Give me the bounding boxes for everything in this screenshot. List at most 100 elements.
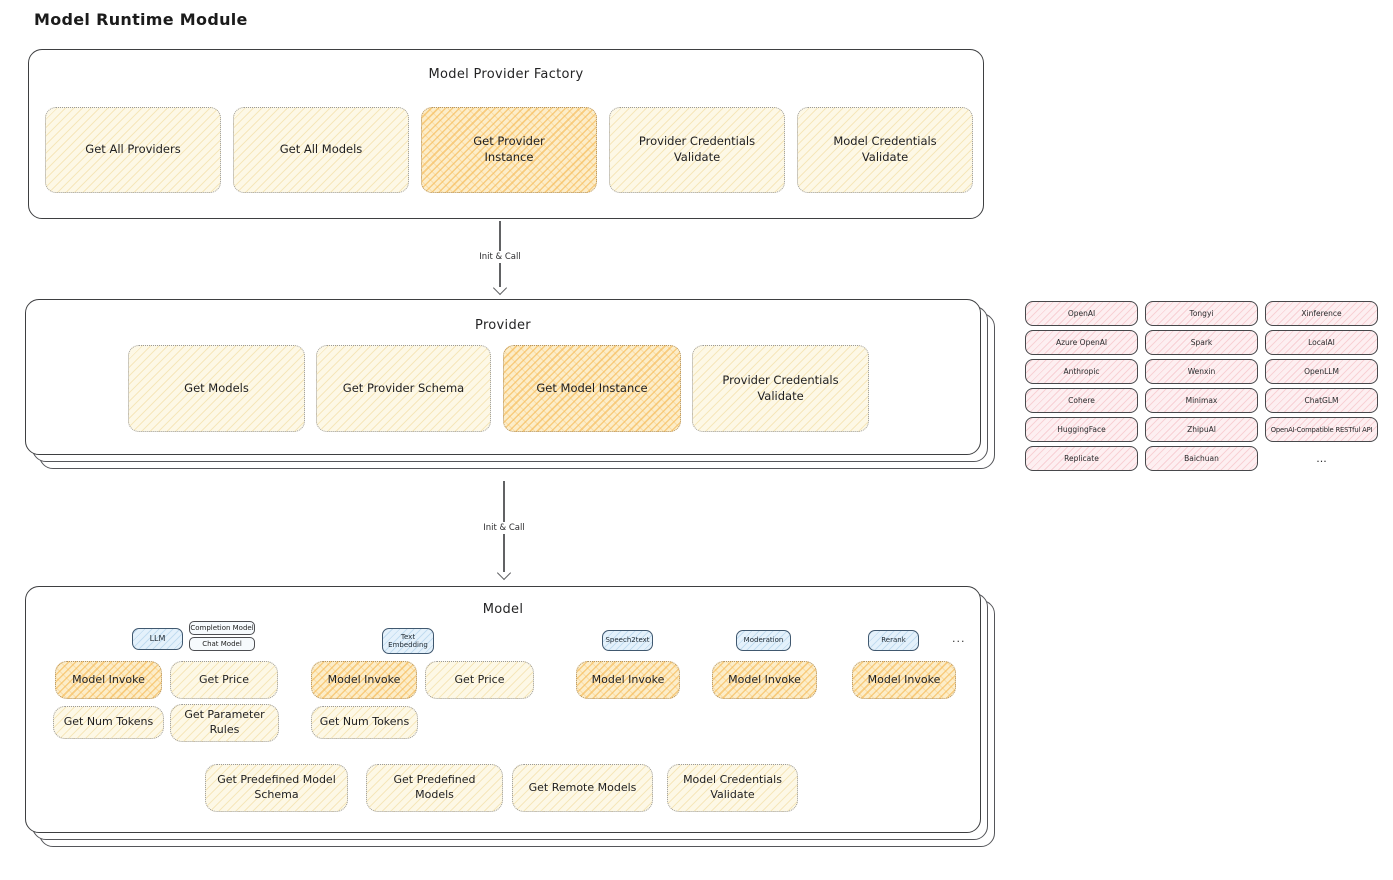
node-label: Get Price	[199, 672, 249, 686]
node-provider-credentials-validate: Provider Credentials Validate	[609, 107, 785, 193]
node-label: Get Price	[454, 672, 505, 686]
provider-pill-huggingface: HuggingFace	[1025, 417, 1138, 442]
node-get-provider-schema: Get Provider Schema	[316, 345, 491, 432]
tab-completion-model: Completion Model	[189, 621, 255, 635]
node-label: Get Num Tokens	[319, 715, 410, 729]
node-get-provider-instance: Get Provider Instance	[421, 107, 597, 193]
provider-pill-zhipuai: ZhipuAI	[1145, 417, 1258, 442]
node-llm-get-parameter-rules: Get Parameter Rules	[170, 704, 279, 742]
provider-pill-minimax: Minimax	[1145, 388, 1258, 413]
provider-pill-wenxin: Wenxin	[1145, 359, 1258, 384]
node-get-all-providers: Get All Providers	[45, 107, 221, 193]
node-get-models: Get Models	[128, 345, 305, 432]
node-get-all-models: Get All Models	[233, 107, 409, 193]
node-label: Get Models	[184, 380, 249, 395]
node-label: Get Remote Models	[528, 780, 637, 794]
page-title: Model Runtime Module	[34, 10, 248, 29]
model-tabs-ellipsis: ...	[952, 632, 966, 645]
pill-label: Anthropic	[1063, 367, 1100, 376]
pill-label: OpenAI	[1067, 309, 1096, 318]
node-label: Get Predefined Models	[393, 773, 476, 801]
factory-group-title: Model Provider Factory	[428, 67, 584, 82]
node-moderation-model-invoke: Model Invoke	[712, 661, 817, 699]
provider-pill-anthropic: Anthropic	[1025, 359, 1138, 384]
provider-pill-chatglm: ChatGLM	[1265, 388, 1378, 413]
model-group-box	[25, 586, 981, 833]
node-label: Get All Models	[279, 142, 363, 157]
node-label: Model Invoke	[72, 672, 145, 686]
node-label: Get Provider Instance	[473, 134, 545, 164]
node-label: Get Predefined Model Schema	[217, 773, 336, 801]
pill-label: Minimax	[1185, 396, 1218, 405]
pill-label: Wenxin	[1187, 367, 1216, 376]
node-rerank-model-invoke: Model Invoke	[852, 661, 956, 699]
pill-label: OpenLLM	[1304, 367, 1339, 376]
arrow-down-icon	[496, 565, 512, 581]
tab-chat-model: Chat Model	[189, 637, 255, 651]
tab-label: Speech2text	[605, 636, 650, 645]
node-llm-get-price: Get Price	[170, 661, 278, 699]
node-speech2text-model-invoke: Model Invoke	[576, 661, 680, 699]
pill-label: OpenAI-Compatible RESTful API	[1270, 425, 1373, 434]
model-group-title: Model	[482, 602, 524, 617]
node-label: Model Invoke	[728, 672, 801, 686]
node-embedding-model-invoke: Model Invoke	[311, 661, 417, 699]
node-get-predefined-model-schema: Get Predefined Model Schema	[205, 764, 348, 812]
edge-provider-model-label: Init & Call	[478, 522, 530, 534]
tab-label: Moderation	[743, 636, 784, 645]
provider-group-title: Provider	[475, 318, 531, 333]
pill-label: Azure OpenAI	[1055, 338, 1108, 347]
node-llm-get-num-tokens: Get Num Tokens	[53, 706, 164, 739]
node-label: Model Invoke	[327, 672, 401, 686]
pill-label: ZhipuAI	[1187, 425, 1216, 434]
tab-llm: LLM	[132, 628, 183, 650]
tab-rerank: Rerank	[868, 630, 919, 651]
node-get-model-instance: Get Model Instance	[503, 345, 681, 432]
node-get-remote-models: Get Remote Models	[512, 764, 653, 812]
tab-label: Chat Model	[202, 640, 242, 648]
node-label: Get All Providers	[85, 142, 181, 157]
provider-pill-openllm: OpenLLM	[1265, 359, 1378, 384]
edge-factory-provider-label: Init & Call	[474, 251, 526, 263]
tab-label: Completion Model	[190, 624, 254, 632]
pill-label: Xinference	[1301, 309, 1342, 318]
pill-label: Replicate	[1064, 454, 1099, 463]
tab-label: LLM	[149, 634, 166, 644]
node-label: Get Provider Schema	[342, 380, 465, 395]
node-provider-credentials-validate-2: Provider Credentials Validate	[692, 345, 869, 432]
node-label: Provider Credentials Validate	[638, 134, 756, 164]
node-label: Model Invoke	[591, 672, 665, 686]
provider-pill-openai-compatible-restful-api: OpenAI-Compatible RESTful API	[1265, 417, 1378, 442]
node-label: Get Num Tokens	[63, 715, 154, 729]
pill-label: Baichuan	[1184, 454, 1219, 463]
node-label: Get Model Instance	[536, 380, 648, 395]
node-embedding-get-price: Get Price	[425, 661, 534, 699]
pill-label: ChatGLM	[1304, 396, 1339, 405]
provider-pill-spark: Spark	[1145, 330, 1258, 355]
node-model-credentials-validate: Model Credentials Validate	[797, 107, 973, 193]
provider-pill-azure-openai: Azure OpenAI	[1025, 330, 1138, 355]
tab-moderation: Moderation	[736, 630, 791, 651]
node-get-predefined-models: Get Predefined Models	[366, 764, 503, 812]
node-label: Provider Credentials Validate	[722, 372, 839, 403]
pill-label: Spark	[1190, 338, 1213, 347]
pill-label: HuggingFace	[1057, 425, 1106, 434]
provider-pills-ellipsis: ...	[1316, 452, 1327, 465]
provider-pill-cohere: Cohere	[1025, 388, 1138, 413]
node-llm-model-invoke: Model Invoke	[55, 661, 162, 699]
node-label: Model Credentials Validate	[833, 134, 937, 164]
pill-label: LocalAI	[1308, 338, 1335, 347]
tab-text-embedding: Text Embedding	[382, 628, 434, 654]
node-label: Model Credentials Validate	[683, 773, 782, 801]
provider-pill-tongyi: Tongyi	[1145, 301, 1258, 326]
tab-speech2text: Speech2text	[602, 630, 653, 651]
tab-label: Rerank	[881, 636, 906, 645]
tab-label: Text Embedding	[388, 632, 428, 649]
node-label: Get Parameter Rules	[184, 708, 265, 736]
provider-pill-baichuan: Baichuan	[1145, 446, 1258, 471]
pill-label: Tongyi	[1189, 309, 1214, 318]
pill-label: Cohere	[1068, 396, 1095, 405]
node-embedding-get-num-tokens: Get Num Tokens	[311, 706, 418, 739]
provider-pill-xinference: Xinference	[1265, 301, 1378, 326]
